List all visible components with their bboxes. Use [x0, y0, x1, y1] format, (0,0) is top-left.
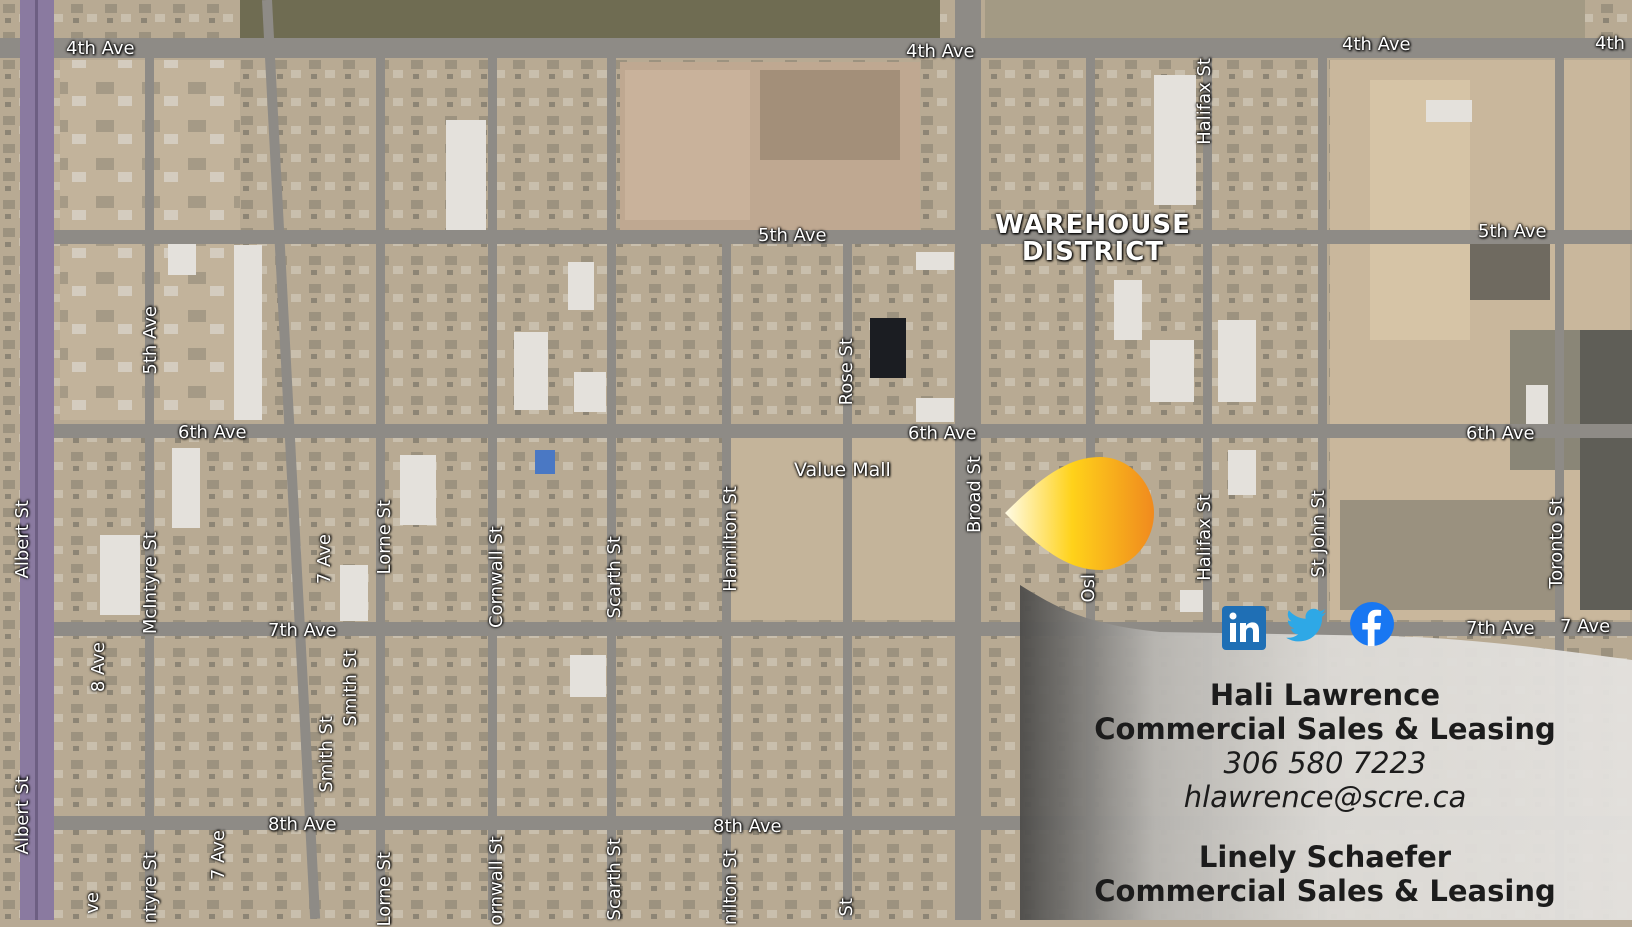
label-6th-ave-center: 6th Ave: [908, 423, 977, 444]
label-cornwall-partial: ornwall St: [486, 836, 507, 926]
label-toronto-st: Toronto St: [1546, 498, 1567, 589]
twitter-icon[interactable]: [1282, 602, 1330, 650]
label-lorne-st: Lorne St: [374, 500, 395, 575]
label-halifax-st: Halifax St: [1194, 494, 1215, 581]
contact-email-link[interactable]: hlawrence@scre.ca: [1183, 780, 1467, 814]
label-mcintyre-st: McIntyre St: [140, 532, 161, 635]
label-5th-ave-east: 5th Ave: [1478, 221, 1547, 242]
label-4th-ave-west: 4th Ave: [66, 38, 135, 59]
label-ve-partial: ve: [82, 892, 103, 914]
label-6th-ave-west: 6th Ave: [178, 422, 247, 443]
facebook-icon[interactable]: [1348, 600, 1396, 648]
label-st-partial: St: [836, 898, 857, 917]
contact-primary: Hali Lawrence Commercial Sales & Leasing…: [1090, 678, 1560, 814]
label-lorne-st-south: Lorne St: [374, 852, 395, 927]
label-osler-partial: Osl: [1078, 574, 1099, 603]
label-hamilton-st: Hamilton St: [720, 486, 741, 592]
linkedin-icon[interactable]: [1220, 604, 1268, 652]
contact-title: Commercial Sales & Leasing: [1094, 712, 1556, 746]
label-cornwall-st: Cornwall St: [486, 526, 507, 629]
value-mall-label: Value Mall: [794, 459, 891, 481]
label-mcintyre-partial: ntyre St: [140, 852, 161, 924]
label-scarth-st: Scarth St: [604, 536, 625, 619]
district-label: WAREHOUSE DISTRICT: [995, 210, 1191, 268]
contact-title: Commercial Sales & Leasing: [1094, 874, 1556, 908]
contact-name: Linely Schaefer: [1198, 840, 1452, 874]
label-5th-ave: 5th Ave: [758, 225, 827, 246]
district-label-line-2: DISTRICT: [1021, 237, 1165, 268]
contact-name: Hali Lawrence: [1209, 678, 1441, 712]
label-7-ave-vertical-south: 7 Ave: [208, 830, 229, 881]
label-hamilton-partial: nilton St: [720, 850, 741, 926]
label-halifax-st-north: Halifax St: [1194, 58, 1215, 145]
label-7-ave-vertical: 7 Ave: [314, 534, 335, 585]
label-8th-ave-west: 8th Ave: [268, 814, 337, 835]
label-smith-st-a: Smith St: [316, 716, 337, 793]
label-scarth-st-south: Scarth St: [604, 838, 625, 921]
label-broad-st: Broad St: [964, 456, 985, 534]
label-8-ave-vertical: 8 Ave: [88, 642, 109, 693]
label-7-ave-east: 7 Ave: [1560, 616, 1611, 637]
label-8th-ave-center: 8th Ave: [713, 816, 782, 837]
label-6th-ave-east: 6th Ave: [1466, 423, 1535, 444]
label-albert-st-north: Albert St: [12, 500, 33, 579]
contact-secondary: Linely Schaefer Commercial Sales & Leasi…: [1090, 840, 1560, 908]
label-7th-ave-east: 7th Ave: [1466, 618, 1535, 639]
label-5th-ave-vertical: 5th Ave: [140, 306, 161, 375]
label-st-john-st: St John St: [1308, 490, 1329, 578]
label-albert-st-south: Albert St: [12, 776, 33, 855]
contact-phone[interactable]: 306 580 7223: [1223, 746, 1427, 780]
label-4th-ave-edge: 4th: [1595, 33, 1625, 54]
label-7th-ave-west: 7th Ave: [268, 620, 337, 641]
district-label-line-1: WAREHOUSE: [995, 210, 1191, 240]
label-rose-st: Rose St: [836, 338, 857, 406]
location-pin-icon[interactable]: [1005, 457, 1154, 570]
label-4th-ave-east: 4th Ave: [1342, 34, 1411, 55]
label-4th-ave-center: 4th Ave: [906, 41, 975, 62]
label-smith-st-b: Smith St: [340, 650, 361, 727]
